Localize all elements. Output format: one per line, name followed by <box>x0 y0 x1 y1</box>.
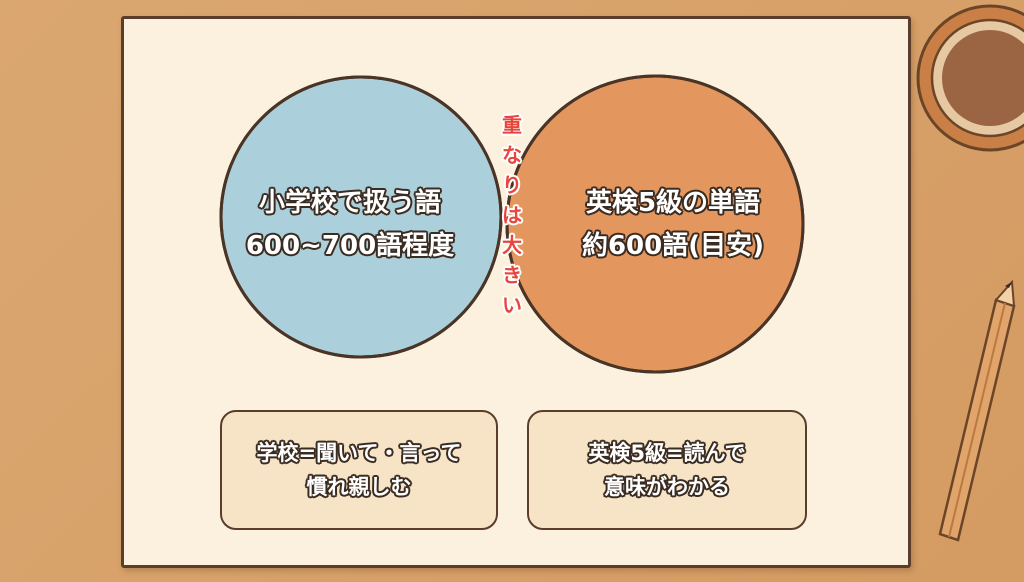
note-school-line-2: 慣れ親しむ <box>306 475 412 499</box>
overlap-char: 大 <box>502 233 522 257</box>
coffee-cup-icon <box>916 4 1024 152</box>
left-circle-line-2: 600~700語程度 <box>245 231 455 261</box>
left-circle-label: 小学校で扱う語 600~700語程度 <box>205 182 495 268</box>
overlap-char: い <box>502 293 522 317</box>
note-box-school: 学校=聞いて・言って 慣れ親しむ <box>220 410 498 530</box>
note-school-line-1: 学校=聞いて・言って <box>256 441 462 465</box>
note-eiken-line-1: 英検5級=読んで <box>588 441 746 465</box>
overlap-char: り <box>502 173 522 197</box>
right-circle-line-1: 英検5級の単語 <box>585 188 761 218</box>
pencil-icon <box>938 279 1016 542</box>
overlap-char: な <box>502 143 522 167</box>
note-eiken-line-2: 意味がわかる <box>604 475 730 499</box>
overlap-char: 重 <box>502 113 522 137</box>
left-circle-line-1: 小学校で扱う語 <box>258 188 441 218</box>
overlap-label: 重 な り は 大 き い <box>496 110 528 320</box>
right-circle-line-2: 約600語(目安) <box>581 231 765 261</box>
overlap-char: は <box>502 203 522 227</box>
note-box-eiken: 英検5級=読んで 意味がわかる <box>527 410 807 530</box>
right-circle-label: 英検5級の単語 約600語(目安) <box>528 182 818 268</box>
overlap-char: き <box>502 263 522 287</box>
